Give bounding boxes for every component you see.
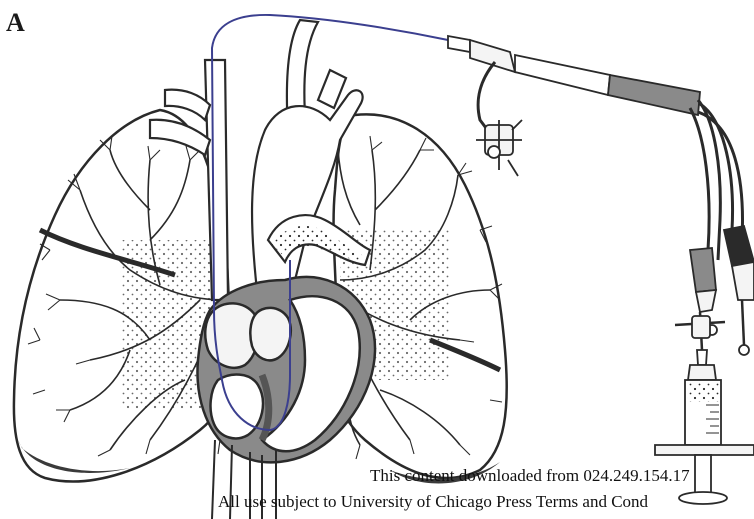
lumen-tube-1-outer <box>690 108 709 250</box>
left-lung-alveoli <box>120 240 210 410</box>
catheter-bifurcation <box>608 75 700 115</box>
left-atrium <box>250 308 290 361</box>
syringe-tip <box>697 350 707 365</box>
catheter-hub-assembly <box>448 36 742 270</box>
proximal-port-cap <box>690 248 716 292</box>
catheter-body <box>515 55 610 95</box>
syringe-fluid <box>687 382 719 402</box>
proximal-port <box>675 248 725 350</box>
distal-port-neck <box>732 262 754 300</box>
distal-port <box>724 226 754 355</box>
distal-port-knob <box>739 345 749 355</box>
syringe-flange <box>655 445 754 455</box>
watermark-line-1: This content downloaded from 024.249.154… <box>0 466 754 486</box>
stopcock-1 <box>476 120 522 176</box>
proximal-port-neck <box>696 290 716 312</box>
syringe-hub <box>688 365 716 380</box>
heart <box>197 277 375 462</box>
panel-label: A <box>6 8 25 38</box>
catheter-tip-connector <box>448 36 470 52</box>
watermark-line-2: All use subject to University of Chicago… <box>0 492 754 512</box>
distal-port-cap <box>724 226 754 266</box>
stopcock-2-body <box>692 316 710 338</box>
distal-port-tube <box>742 300 744 345</box>
right-ventricle <box>211 375 263 439</box>
stopcock-1-knob <box>488 146 500 158</box>
